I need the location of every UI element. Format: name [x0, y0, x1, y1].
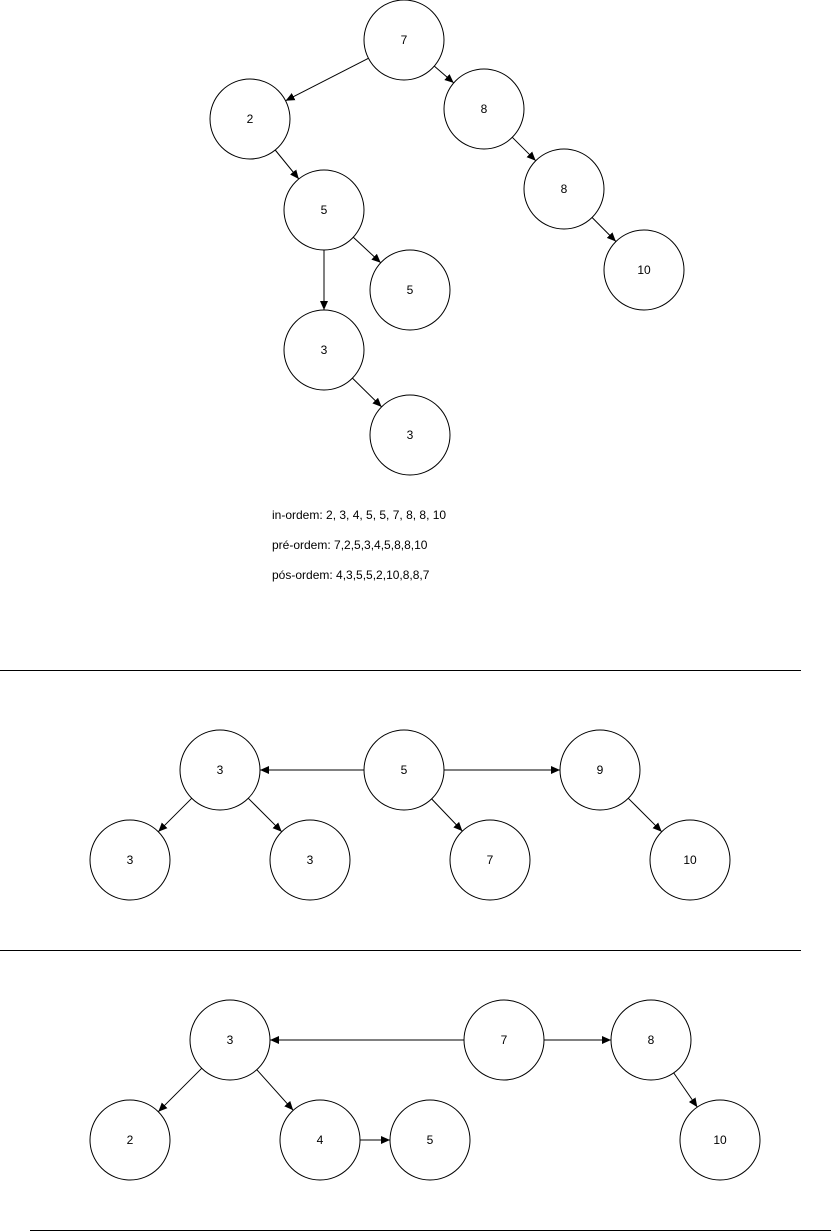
- tree3-edge: [157, 1067, 203, 1113]
- tree1-node-label: 8: [481, 102, 488, 116]
- tree2-node-label: 3: [307, 853, 314, 867]
- tree3-node-circle: [279, 1099, 361, 1181]
- pre-order-text: pré-ordem: 7,2,5,3,4,5,8,8,10: [272, 538, 428, 552]
- tree3-node: 5: [389, 1099, 471, 1181]
- tree2-node: 10: [649, 819, 731, 901]
- tree1-node-circle: [443, 68, 525, 150]
- tree3-node-circle: [463, 999, 545, 1081]
- tree2-node: 7: [449, 819, 531, 901]
- tree2-node-circle: [559, 729, 641, 811]
- tree2-node: 3: [89, 819, 171, 901]
- tree3-node-circle: [610, 999, 692, 1081]
- tree3-node-label: 5: [427, 1133, 434, 1147]
- tree1-node-label: 2: [247, 112, 254, 126]
- tree1-edge: [285, 57, 369, 102]
- tree2-node-label: 10: [683, 853, 697, 867]
- tree2-node: 3: [179, 729, 261, 811]
- tree1-node: 3: [369, 394, 451, 476]
- tree1-node-circle: [209, 78, 291, 160]
- tree1-node-circle: [283, 309, 365, 391]
- tree3-edge: [673, 1072, 698, 1108]
- tree1-edge: [352, 236, 382, 264]
- tree1-node: 8: [443, 68, 525, 150]
- tree1-edge: [352, 377, 382, 408]
- tree2-node-circle: [269, 819, 351, 901]
- tree3-node: 3: [189, 999, 271, 1081]
- tree1-node-circle: [369, 394, 451, 476]
- tree2-node-circle: [449, 819, 531, 901]
- tree2-node-label: 7: [487, 853, 494, 867]
- tree1-node-label: 10: [637, 263, 651, 277]
- tree1-node: 5: [369, 249, 451, 331]
- edges-layer: [157, 57, 698, 1144]
- tree1-node-circle: [603, 229, 685, 311]
- tree2-node-label: 3: [217, 763, 224, 777]
- tree2-node-label: 3: [127, 853, 134, 867]
- tree1-node-label: 5: [407, 283, 414, 297]
- tree2-node-circle: [363, 729, 445, 811]
- tree2-node: 3: [269, 819, 351, 901]
- tree1-node-circle: [369, 249, 451, 331]
- tree1-node-circle: [283, 169, 365, 251]
- tree2-edge: [247, 797, 283, 833]
- tree3-node-label: 3: [227, 1033, 234, 1047]
- tree2-node-label: 5: [401, 763, 408, 777]
- tree1-node-label: 3: [407, 428, 414, 442]
- tree1-node-label: 7: [401, 33, 408, 47]
- tree1-node-label: 5: [321, 203, 328, 217]
- tree2-node-circle: [649, 819, 731, 901]
- tree1-node: 8: [523, 148, 605, 230]
- tree1-node: 5: [283, 169, 365, 251]
- tree2-edge: [627, 797, 663, 833]
- in-order-text: in-ordem: 2, 3, 4, 5, 5, 7, 8, 8, 10: [272, 508, 447, 522]
- tree1-node-circle: [523, 148, 605, 230]
- tree3-edge: [256, 1069, 294, 1111]
- tree2-edge: [157, 797, 193, 833]
- tree2-node-label: 9: [597, 763, 604, 777]
- tree3-node-label: 7: [501, 1033, 508, 1047]
- tree2-edge: [431, 798, 463, 832]
- tree3-node-label: 8: [648, 1033, 655, 1047]
- tree3-node: 8: [610, 999, 692, 1081]
- tree1-node: 3: [283, 309, 365, 391]
- tree3-node: 4: [279, 1099, 361, 1181]
- tree3-node: 7: [463, 999, 545, 1081]
- tree1-node-label: 3: [321, 343, 328, 357]
- tree2-node: 5: [363, 729, 445, 811]
- tree1-node: 10: [603, 229, 685, 311]
- tree3-node-label: 4: [317, 1133, 324, 1147]
- tree1-edge: [433, 65, 455, 84]
- tree1-node: 2: [209, 78, 291, 160]
- tree1-edge: [591, 217, 617, 242]
- tree3-node: 2: [89, 1099, 171, 1181]
- tree3-node-circle: [89, 1099, 171, 1181]
- tree1-edge: [511, 136, 537, 162]
- tree3-node-label: 2: [127, 1133, 134, 1147]
- tree3-node-circle: [389, 1099, 471, 1181]
- tree1-edge: [274, 149, 300, 180]
- tree3-node-circle: [679, 1099, 761, 1181]
- tree1-node-label: 8: [561, 182, 568, 196]
- tree3-node-circle: [189, 999, 271, 1081]
- tree2-node: 9: [559, 729, 641, 811]
- post-order-text: pós-ordem: 4,3,5,5,2,10,8,8,7: [272, 568, 430, 582]
- tree2-node-circle: [89, 819, 171, 901]
- nodes-layer: 7 2 8 5 8 5 3 10 3 3 5 9 3 3 7 10 3 7 8 2 4 5 10: [89, 0, 761, 1181]
- tree3-node: 10: [679, 1099, 761, 1181]
- tree2-node-circle: [179, 729, 261, 811]
- tree3-node-label: 10: [713, 1133, 727, 1147]
- tree1-node-circle: [363, 0, 445, 81]
- tree1-node: 7: [363, 0, 445, 81]
